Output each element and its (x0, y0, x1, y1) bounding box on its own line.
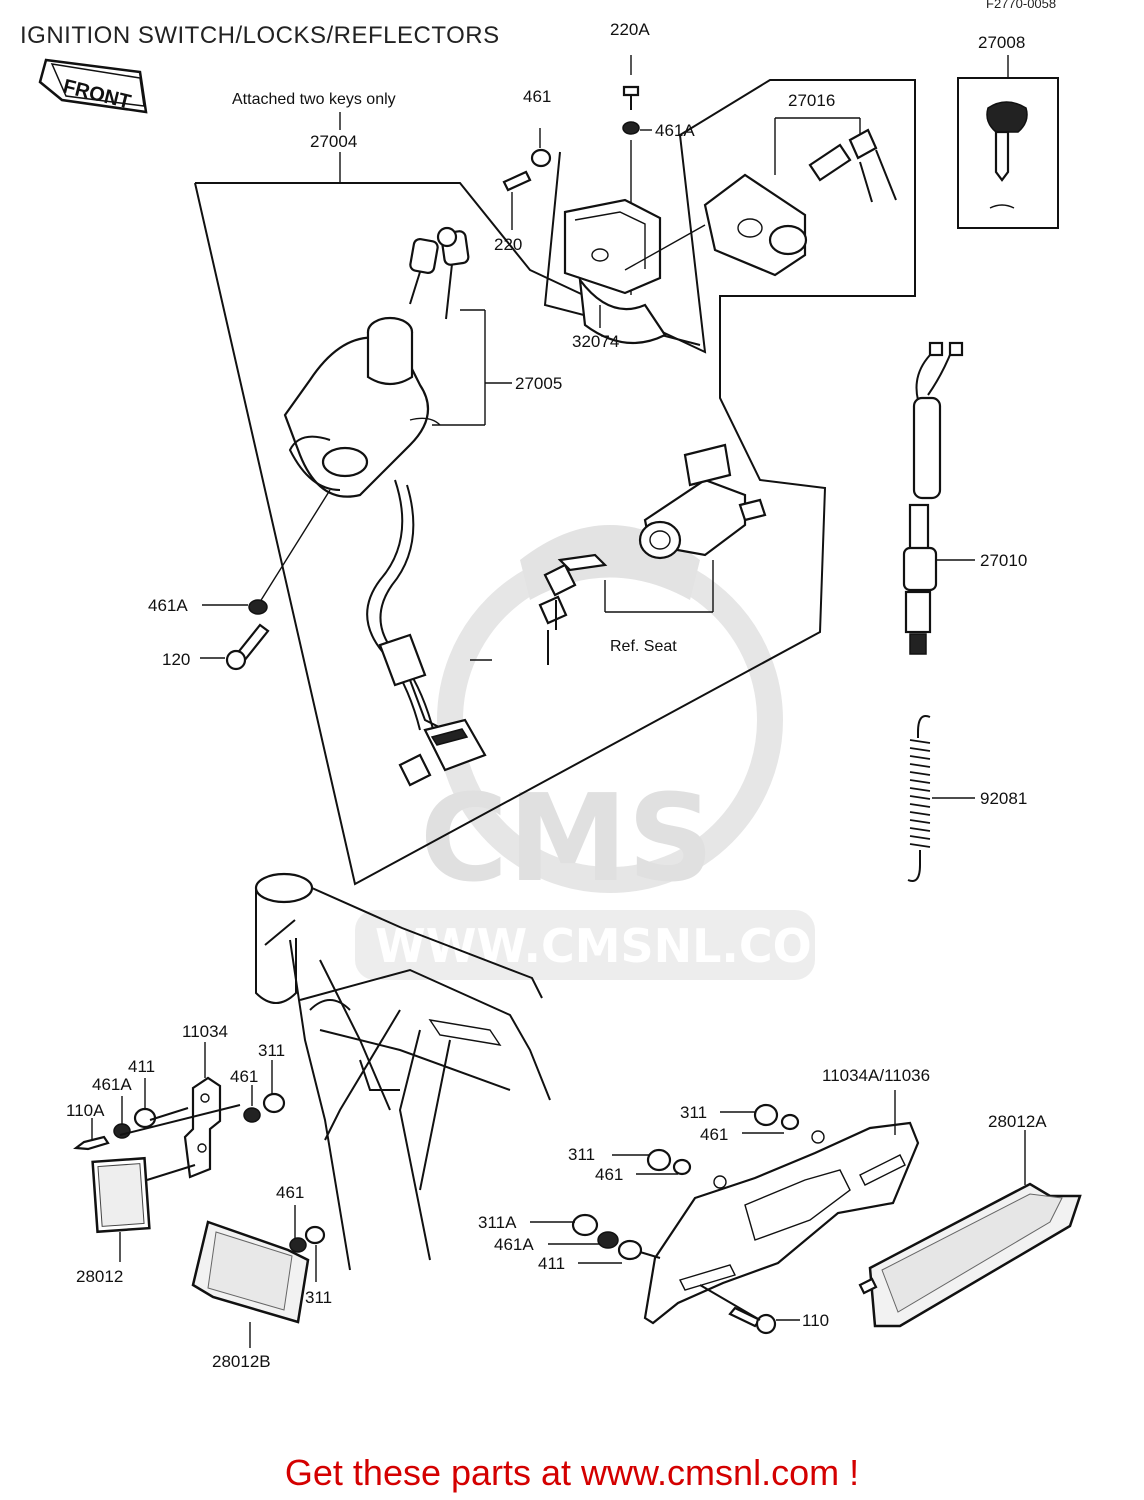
left-reflector-bracket (73, 1042, 286, 1179)
watermark-url-band (355, 910, 815, 980)
attached-keys-note: Attached two keys only (232, 91, 396, 108)
callout-28012A: 28012A (988, 1112, 1047, 1131)
footer-promo: Get these parts at www.cmsnl.com ! (284, 1452, 860, 1493)
callout-110A: 110A (66, 1101, 105, 1120)
license-bracket (643, 1090, 920, 1325)
reflector-28012B (191, 1205, 326, 1348)
callout-461-r1: 461 (700, 1125, 728, 1144)
brake-light-switch (902, 341, 975, 655)
callout-411-left: 411 (128, 1057, 155, 1076)
frame-reference (254, 872, 551, 1271)
callout-220: 220 (494, 235, 522, 254)
callout-411-r: 411 (538, 1254, 565, 1273)
helmet-lock (624, 117, 897, 277)
callout-92081: 92081 (980, 789, 1027, 808)
callout-461-top: 461 (523, 87, 551, 106)
callout-labels: Attached two keys only 220A 27008 461 46… (66, 20, 1047, 1371)
callout-461-left: 461 (230, 1067, 258, 1086)
callout-461A-left: 461A (92, 1075, 132, 1094)
ignition-switch (283, 316, 492, 787)
reflector-28012A (858, 1130, 1082, 1328)
diagram-title: IGNITION SWITCH/LOCKS/REFLECTORS (20, 22, 500, 49)
lock-bracket (563, 198, 667, 345)
top-screw-220 (502, 128, 552, 230)
callout-461A-top: 461A (655, 121, 695, 140)
callout-311-low: 311 (305, 1288, 332, 1307)
callout-27016: 27016 (788, 91, 835, 110)
key-27008-box (957, 55, 1059, 229)
right-fasteners (530, 1103, 800, 1335)
seat-lock (538, 443, 767, 665)
spring-92081 (907, 715, 975, 882)
callout-27004: 27004 (310, 132, 357, 151)
callout-220A: 220A (610, 20, 650, 39)
callout-311-r2: 311 (568, 1145, 595, 1164)
reflector-28012 (91, 1156, 196, 1262)
callout-311-r1: 311 (680, 1103, 707, 1122)
callout-311A: 311A (478, 1213, 517, 1232)
ref-seat-note: Ref. Seat (610, 638, 677, 655)
callout-11034A: 11034A/11036 (822, 1066, 930, 1085)
cms-watermark: CMS WWW.CMSNL.COM (355, 525, 858, 980)
callout-461-r2: 461 (595, 1165, 623, 1184)
callout-461A-r: 461A (494, 1235, 534, 1254)
callout-28012B: 28012B (212, 1352, 271, 1371)
callout-11034: 11034 (182, 1022, 228, 1041)
mount-bolt-120 (200, 489, 331, 671)
callout-120: 120 (162, 650, 190, 669)
callout-32074: 32074 (572, 332, 619, 351)
figure-code: F2770-0058 (986, 0, 1057, 11)
callout-311-left: 311 (258, 1041, 285, 1060)
callout-28012: 28012 (76, 1267, 123, 1286)
callout-27005: 27005 (515, 374, 562, 393)
callout-110: 110 (802, 1311, 829, 1330)
watermark-brand: CMS (420, 770, 714, 909)
watermark-url: WWW.CMSNL.COM (375, 919, 858, 973)
callout-461-low: 461 (276, 1183, 304, 1202)
ignition-keys (409, 226, 470, 320)
callout-461A-mid: 461A (148, 596, 188, 615)
callout-27010: 27010 (980, 551, 1027, 570)
front-direction-arrow: FRONT (38, 58, 148, 114)
callout-27008: 27008 (978, 33, 1025, 52)
